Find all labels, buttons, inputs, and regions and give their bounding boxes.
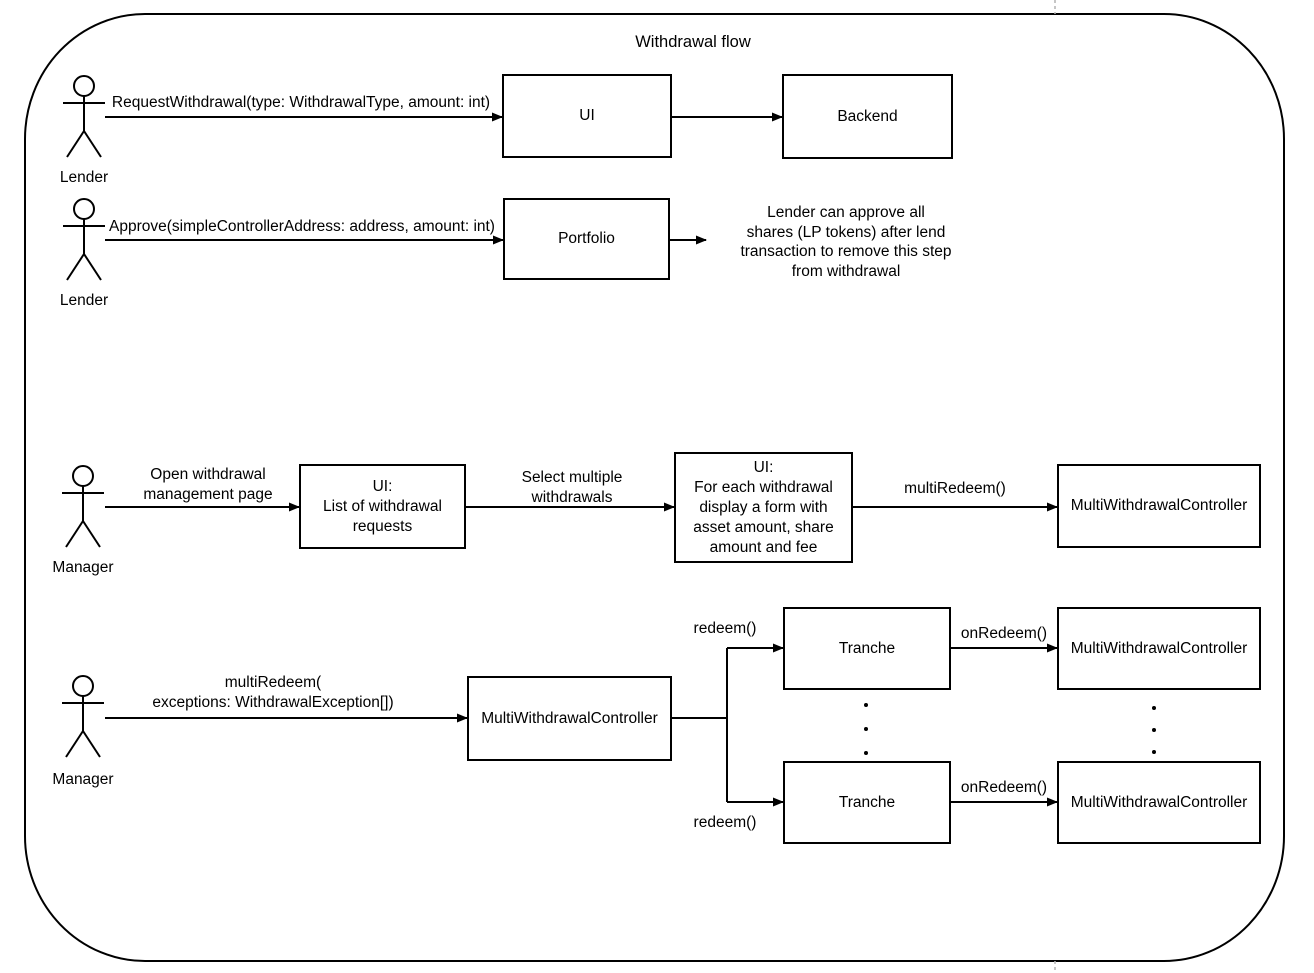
message-redeem-bottom: redeem() [693,814,757,831]
node-tranche-bottom: Tranche [783,761,951,844]
actor-icon-manager-2 [62,675,104,758]
ellipsis-dots-tranche [864,703,868,755]
node-portfolio: Portfolio [503,198,670,280]
message-request-withdrawal: RequestWithdrawal(type: WithdrawalType, … [111,94,491,111]
ellipsis-dots-controller [1152,706,1156,754]
actor-label-manager-1: Manager [52,559,114,576]
actor-icon-manager-1 [62,465,104,548]
actor-icon-lender-2 [63,198,105,281]
actor-icon-lender-1 [63,75,105,158]
note-approve-all-shares: Lender can approve all shares (LP tokens… [740,204,952,280]
node-multiwithdrawalcontroller-top: MultiWithdrawalController [1057,607,1261,690]
node-ui-withdrawal-list: UI: List of withdrawal requests [299,464,466,549]
message-multiredeem: multiRedeem() [904,480,1006,497]
message-approve: Approve(simpleControllerAddress: address… [109,218,495,235]
message-multiredeem-exceptions: multiRedeem( exceptions: WithdrawalExcep… [152,674,394,711]
diagram-title: Withdrawal flow [635,33,751,51]
node-backend: Backend [782,74,953,159]
message-onredeem-top: onRedeem() [960,625,1048,642]
message-onredeem-bottom: onRedeem() [960,779,1048,796]
node-multiwithdrawalcontroller-r4: MultiWithdrawalController [467,676,672,761]
actor-label-manager-2: Manager [52,771,114,788]
actor-label-lender-1: Lender [59,169,109,186]
node-tranche-top: Tranche [783,607,951,690]
actor-label-lender-2: Lender [59,292,109,309]
node-ui: UI [502,74,672,158]
diagram-frame [24,13,1285,962]
node-multiwithdrawalcontroller-bottom: MultiWithdrawalController [1057,761,1261,844]
message-open-management: Open withdrawal management page [143,466,273,503]
message-redeem-top: redeem() [693,620,757,637]
node-ui-withdrawal-form: UI: For each withdrawal display a form w… [674,452,853,563]
node-multiwithdrawalcontroller-r3: MultiWithdrawalController [1057,464,1261,548]
message-select-multiple: Select multiple withdrawals [521,469,623,506]
